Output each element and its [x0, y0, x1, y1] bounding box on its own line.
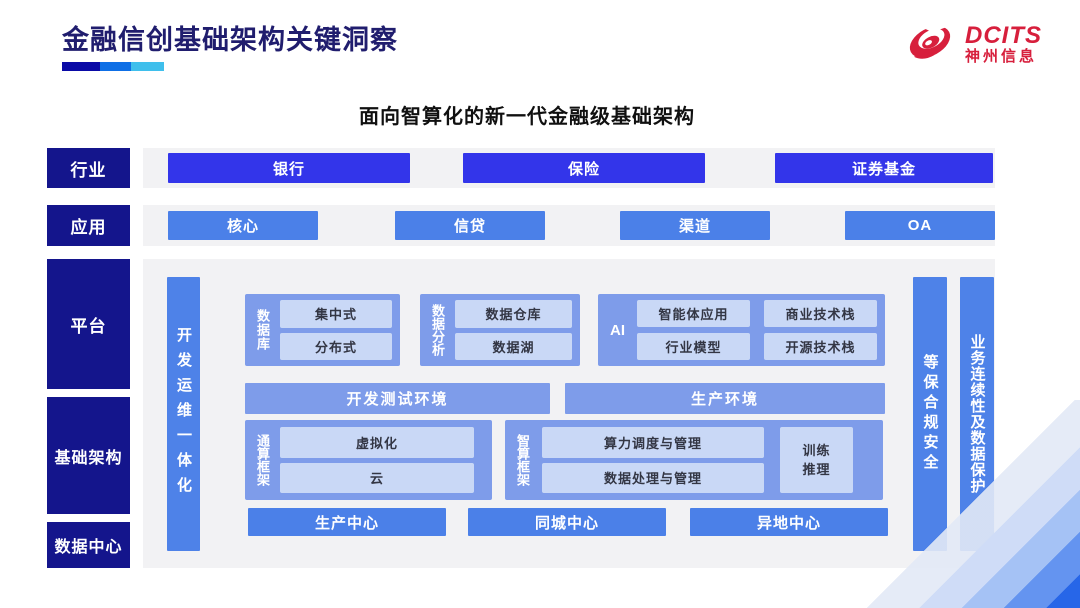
dcits-swirl-icon: [904, 16, 956, 73]
analytics-item-lake: 数据湖: [455, 332, 572, 360]
training-inference-box: 训练 推理: [780, 427, 853, 493]
page-title: 金融信创基础架构关键洞察: [62, 25, 398, 55]
intelligent-item-scheduling: 算力调度与管理: [542, 427, 764, 458]
general-compute-group: 通算框架 虚拟化 云: [245, 420, 492, 500]
industry-item-insurance: 保险: [463, 153, 705, 183]
analytics-group-label: 数据分析: [430, 304, 445, 356]
application-strip: 核心 信贷 渠道 OA: [143, 205, 995, 246]
analytics-item-warehouse: 数据仓库: [455, 300, 572, 328]
ai-item-commercial-stack: 商业技术栈: [764, 300, 877, 327]
center-remote: 异地中心: [690, 508, 888, 536]
sidebar-item-application: 应用: [47, 205, 130, 246]
underline-segment: [100, 62, 131, 71]
logo-brand-text: DCITS: [965, 22, 1042, 50]
underline-segment: [131, 62, 164, 71]
ai-item-industry-models: 行业模型: [637, 333, 750, 360]
center-same-city: 同城中心: [468, 508, 666, 536]
sidebar-item-platform: 平台: [47, 259, 130, 389]
application-item-channel: 渠道: [620, 211, 770, 240]
intelligent-compute-label: 智算框架: [515, 434, 530, 486]
general-item-virtualization: 虚拟化: [280, 427, 474, 458]
ai-group: AI 智能体应用 商业技术栈 行业模型 开源技术栈: [598, 294, 885, 366]
underline-segment: [62, 62, 100, 71]
env-production: 生产环境: [565, 383, 885, 414]
application-item-credit: 信贷: [395, 211, 545, 240]
title-underline: [62, 62, 164, 71]
application-item-oa: OA: [845, 211, 995, 240]
sidebar-item-industry: 行业: [47, 148, 130, 188]
intelligent-item-data-mgmt: 数据处理与管理: [542, 462, 764, 493]
ai-item-opensource-stack: 开源技术栈: [764, 333, 877, 360]
brand-logo: DCITS 神州信息: [904, 16, 1042, 73]
compliance-bar: 等保合规安全: [913, 277, 947, 551]
analytics-group: 数据分析 数据仓库 数据湖: [420, 294, 580, 366]
env-dev-test: 开发测试环境: [245, 383, 550, 414]
diagram-title: 面向智算化的新一代金融级基础架构: [359, 106, 695, 128]
general-item-cloud: 云: [280, 462, 474, 493]
industry-item-bank: 银行: [168, 153, 410, 183]
sidebar-item-infrastructure: 基础架构: [47, 397, 130, 514]
ai-group-label: AI: [610, 321, 625, 339]
database-item-centralized: 集中式: [280, 300, 392, 328]
intelligent-compute-group: 智算框架 算力调度与管理 数据处理与管理 训练 推理: [505, 420, 883, 500]
general-compute-label: 通算框架: [255, 434, 270, 486]
database-group-label: 数据库: [255, 309, 270, 351]
logo-company-text: 神州信息: [965, 48, 1038, 66]
database-group: 数据库 集中式 分布式: [245, 294, 400, 366]
application-item-core: 核心: [168, 211, 318, 240]
sidebar-item-datacenter: 数据中心: [47, 522, 130, 568]
continuity-bar: 业务连续性及数据保护: [960, 277, 994, 551]
database-item-distributed: 分布式: [280, 332, 392, 360]
devops-bar: 开发运维一体化: [167, 277, 200, 551]
architecture-panel: 开发运维一体化 数据库 集中式 分布式 数据分析 数据仓库 数据湖 AI 智能体…: [143, 259, 995, 568]
ai-item-agent-apps: 智能体应用: [637, 300, 750, 327]
center-production: 生产中心: [248, 508, 446, 536]
industry-item-securities: 证券基金: [775, 153, 993, 183]
industry-strip: 银行 保险 证券基金: [143, 148, 995, 188]
